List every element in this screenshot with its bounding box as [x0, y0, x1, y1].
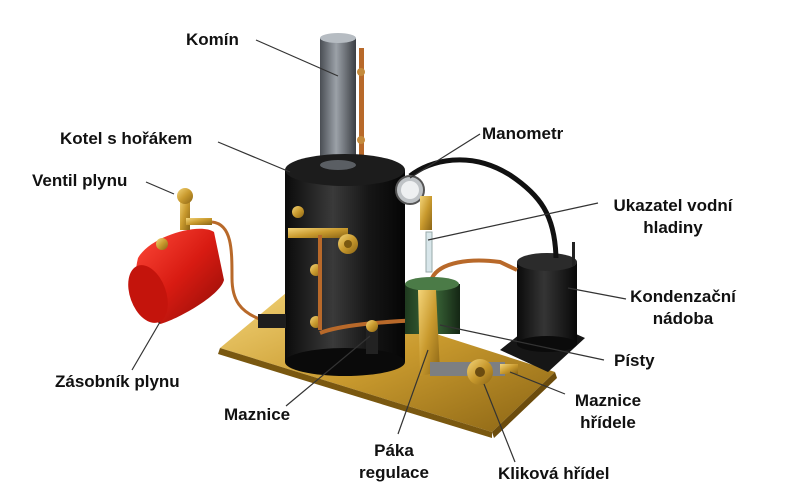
label-klikova-hridel: Kliková hřídel	[498, 464, 610, 483]
label-komin: Komín	[186, 30, 239, 49]
label-ventil-plynu: Ventil plynu	[32, 171, 128, 190]
water-level-glass	[425, 231, 433, 273]
label-pisty: Písty	[614, 351, 655, 370]
label-kondenzacni-nadoba: Kondenzační nádoba	[620, 286, 746, 330]
label-paka-line-2: regulace	[359, 463, 429, 482]
label-ukazatel-vodni-hladiny: Ukazatel vodní hladiny	[598, 195, 748, 239]
label-paka-regulace: Páka regulace	[340, 440, 448, 484]
label-kotel-s-horakem: Kotel s hořákem	[60, 129, 193, 148]
regulator-lever	[418, 290, 440, 376]
label-paka-line-1: Páka	[374, 441, 414, 460]
label-maznice-hridele-line-2: hřídele	[580, 413, 636, 432]
label-maznice-hridele: Maznice hřídele	[558, 390, 658, 434]
label-zasobnik-plynu: Zásobník plynu	[55, 372, 180, 391]
chimney	[320, 38, 356, 170]
label-manometr: Manometr	[482, 124, 564, 143]
boiler	[285, 170, 405, 362]
label-maznice: Maznice	[224, 405, 291, 424]
label-ukazatel-line-2: hladiny	[643, 218, 703, 237]
gas-valve	[180, 196, 190, 230]
label-kondenzacni-line-1: Kondenzační	[630, 287, 736, 306]
label-ukazatel-line-1: Ukazatel vodní	[613, 196, 733, 215]
label-maznice-hridele-line-1: Maznice	[574, 391, 642, 410]
label-kondenzacni-line-2: nádoba	[652, 309, 714, 328]
